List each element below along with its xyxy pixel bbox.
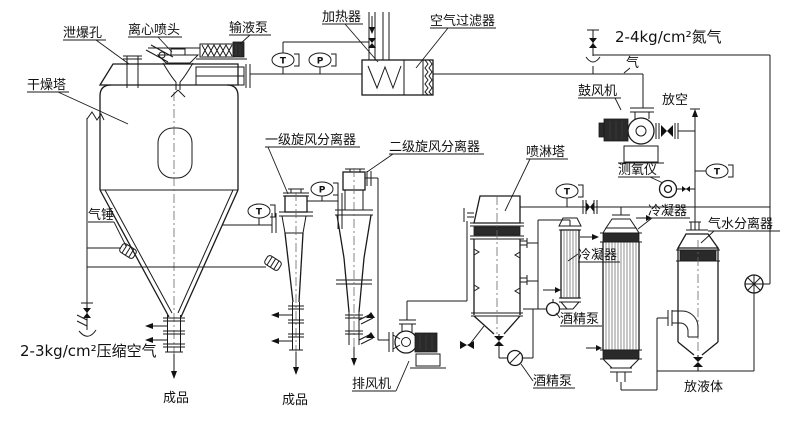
gauge-pressure-cyclone2: P	[310, 181, 339, 201]
loop-piping	[520, 200, 770, 214]
gauge-temperature-cyclone1: T	[247, 203, 276, 225]
label-oxygen-analyzer: 测氧仪	[618, 163, 657, 178]
blower	[598, 107, 695, 164]
tower-discharge	[145, 315, 185, 379]
label-nitrogen: 2-4kg/cm²氮气	[615, 28, 722, 46]
label-condenser-small: 冷凝器	[578, 247, 617, 263]
gauge-pressure-inlet: P	[308, 52, 337, 74]
label-alcohol-pump-1: 酒精泵	[560, 312, 599, 327]
label-alcohol-pump-2: 酒精泵	[533, 374, 572, 389]
condenser-main	[586, 207, 652, 390]
compressed-air-valve	[76, 300, 97, 337]
gauge-letter: P	[317, 57, 324, 67]
label-vent: 放空	[662, 93, 688, 108]
gauge-temperature-spray-tower: T	[555, 183, 584, 207]
label-cyclone-stage1: 一级旋风分离器	[265, 132, 356, 148]
regulator-icon	[744, 274, 764, 294]
cyclone-stage2	[335, 168, 378, 366]
spray-tower	[460, 195, 528, 358]
label-drying-tower: 干燥塔	[27, 78, 66, 93]
gas-label-leader	[623, 67, 631, 74]
cyclone-stage1	[222, 188, 343, 375]
nitrogen-line	[585, 29, 771, 294]
alcohol-pump-1-icon	[545, 301, 561, 317]
label-condenser-main: 冷凝器	[648, 203, 687, 219]
condenser-small	[523, 217, 599, 317]
label-air-filter: 空气过滤器	[430, 13, 495, 29]
label-explosion-vent: 泄爆孔	[63, 26, 102, 41]
drying-tower	[76, 44, 282, 379]
labels: 泄爆孔 离心喷头 输液泵 干燥塔 加热器 空气过滤器 2-4kg/cm²氮气 气…	[20, 10, 780, 408]
label-drain-liquid: 放液体	[684, 380, 723, 395]
label-exhaust-fan: 排风机	[352, 377, 391, 392]
label-blower: 鼓风机	[578, 84, 617, 99]
label-product-2: 成品	[282, 393, 308, 408]
label-product-1: 成品	[163, 391, 189, 406]
feed-pump	[148, 41, 247, 60]
inlet-air-duct	[195, 64, 644, 108]
air-hammer-icon	[119, 243, 137, 259]
gauge-letter: T	[714, 168, 721, 178]
gas-water-separator	[621, 221, 755, 391]
vent-riser	[690, 108, 700, 230]
label-air-hammer: 气锤	[88, 207, 114, 223]
gauge-temperature-loop: T	[695, 163, 734, 179]
exhaust-fan	[377, 178, 468, 369]
heater	[283, 12, 434, 96]
label-compressed-air: 2-3kg/cm²压缩空气	[20, 342, 157, 360]
gauge-letter: T	[564, 188, 571, 198]
label-gas-water-separator: 气水分离器	[708, 216, 773, 232]
air-hammer-icon-2	[264, 255, 282, 271]
centrifugal-nozzle	[145, 44, 200, 98]
label-feed-pump: 输液泵	[229, 20, 268, 36]
gauge-letter: P	[319, 186, 326, 196]
gauge-temperature-inlet: T	[271, 42, 300, 74]
oxygen-analyzer	[658, 179, 695, 199]
label-centrifugal-nozzle: 离心喷头	[128, 22, 180, 38]
explosion-vent-stub	[123, 55, 142, 88]
label-cyclone-stage2: 二级旋风分离器	[389, 139, 480, 155]
label-gas: 气	[626, 55, 639, 71]
gauge-letter: T	[280, 57, 287, 67]
air-hammer-piping	[86, 111, 282, 300]
label-heater: 加热器	[322, 10, 361, 25]
gauge-letter: T	[256, 208, 263, 218]
alcohol-pump-2	[499, 309, 534, 367]
label-spray-tower: 喷淋塔	[526, 145, 565, 160]
